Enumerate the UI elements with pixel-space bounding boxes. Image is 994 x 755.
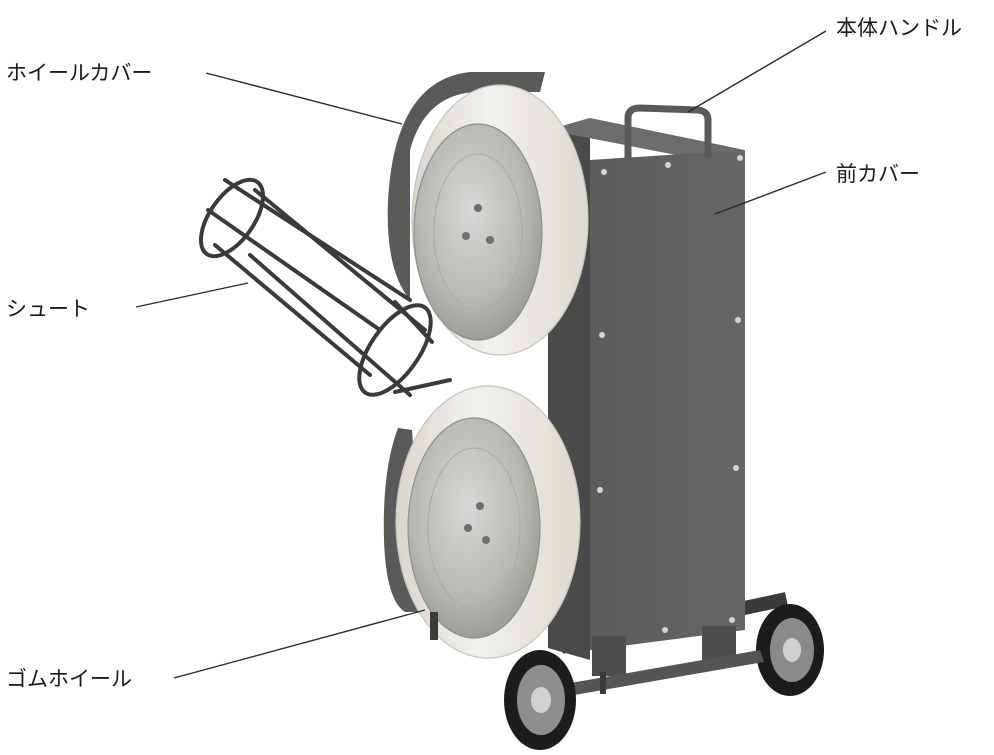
label-chute: シュート — [6, 297, 90, 321]
chute-wire-basket — [198, 177, 452, 397]
leader-wheel-cover — [205, 72, 403, 125]
machine — [198, 72, 824, 750]
lower-wheel-assembly — [383, 385, 581, 659]
front-cover-panel — [590, 150, 745, 650]
box-top — [548, 118, 745, 160]
base-frame — [530, 626, 764, 702]
leader-front-cover — [714, 171, 827, 215]
leader-rubber-wheel — [173, 609, 426, 679]
callout-labels: ホイールカバー 本体ハンドル 前カバー シュート ゴムホイール — [6, 16, 962, 691]
leader-lines — [135, 30, 827, 679]
body-handle — [624, 104, 712, 160]
upper-wheel-cover — [387, 72, 545, 300]
label-wheel-cover: ホイールカバー — [6, 61, 152, 85]
front-wheel — [504, 650, 576, 750]
upper-wheel-assembly — [387, 72, 589, 356]
leader-body-handle — [687, 30, 827, 113]
label-front-cover: 前カバー — [836, 162, 920, 186]
label-rubber-wheel: ゴムホイール — [6, 667, 132, 691]
label-body-handle: 本体ハンドル — [836, 16, 962, 40]
leader-chute — [135, 282, 249, 308]
